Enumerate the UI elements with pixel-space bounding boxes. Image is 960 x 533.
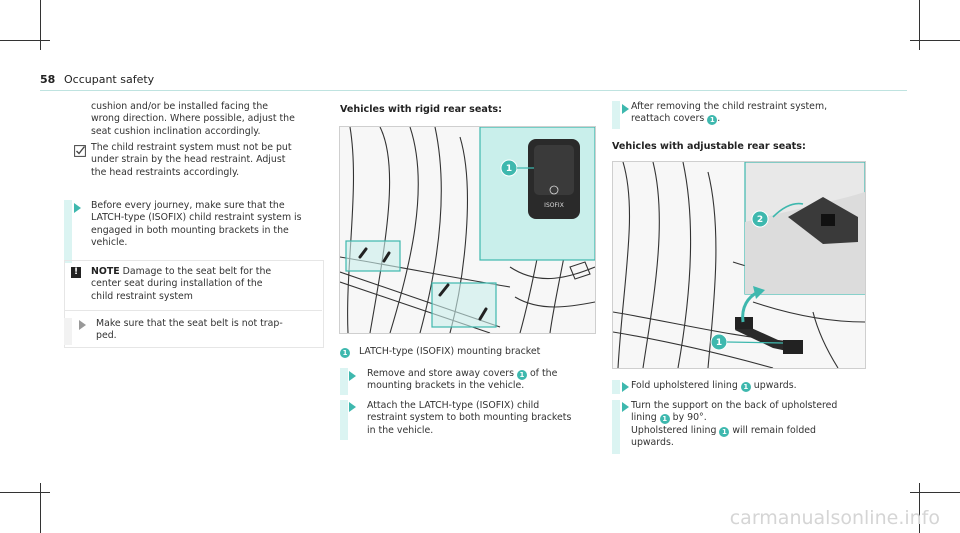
step-arrow-icon <box>79 320 86 330</box>
crop-mark <box>40 0 41 50</box>
section-title: Occupant safety <box>64 73 155 86</box>
crop-mark <box>919 483 920 533</box>
step-arrow-icon <box>622 104 629 114</box>
inline-callout: 1 <box>740 382 751 392</box>
note-divider <box>64 310 322 311</box>
crop-mark <box>0 492 50 493</box>
crop-mark <box>910 40 960 41</box>
turn-support-step: Turn the support on the back of upholste… <box>631 400 838 448</box>
figure-callout-2: 2 <box>757 215 763 225</box>
step-arrow-icon <box>74 203 81 213</box>
adjustable-seat-figure: 2 1 <box>612 161 866 369</box>
check-text: The child restraint system must not be p… <box>91 142 292 178</box>
inline-callout: 1 <box>516 370 527 380</box>
step-arrow-icon <box>349 371 356 381</box>
crop-mark <box>0 40 50 41</box>
adjustable-seat-illustration: 2 1 <box>613 162 865 368</box>
checkmark-icon <box>74 142 86 161</box>
inline-callout: 1 <box>719 426 730 437</box>
note-text: NOTE Damage to the seat belt for the cen… <box>91 266 272 302</box>
step-bar <box>612 380 620 394</box>
header-divider <box>40 90 907 91</box>
note-action-text: Make sure that the seat belt is not trap… <box>96 318 283 342</box>
rigid-seats-heading: Vehicles with rigid rear seats: <box>340 104 502 115</box>
note-step-bar <box>64 318 72 345</box>
intro-text: cushion and/or be installed facing the w… <box>91 101 295 137</box>
crop-mark <box>910 492 960 493</box>
rigid-seat-figure: ISOFIX 1 <box>339 126 596 334</box>
step-bar <box>612 101 620 129</box>
reattach-step: After removing the child restraint syste… <box>631 101 828 126</box>
adjustable-seats-heading: Vehicles with adjustable rear seats: <box>612 141 806 152</box>
fold-step: Fold upholstered lining 1 upwards. <box>631 380 797 392</box>
rigid-seat-illustration: ISOFIX 1 <box>340 127 595 333</box>
step-arrow-icon <box>622 402 629 412</box>
step-bar <box>64 200 72 263</box>
isofix-emblem: ISOFIX <box>544 202 564 209</box>
attach-step: Attach the LATCH-type (ISOFIX) child res… <box>367 400 572 436</box>
watermark: carmanualsonline.info <box>729 507 940 529</box>
figure-callout-1: 1 <box>716 338 722 348</box>
figure-callout-1: 1 <box>506 164 512 174</box>
remove-covers-step: Remove and store away covers 1 of the mo… <box>367 368 558 392</box>
inline-callout: 1 <box>707 115 718 126</box>
step-arrow-icon <box>622 382 629 392</box>
step-bar <box>340 400 348 440</box>
note-label: NOTE <box>91 266 120 277</box>
step-bar <box>612 400 620 454</box>
page-number: 58 <box>40 73 56 86</box>
crop-mark <box>40 483 41 533</box>
warning-icon: ! <box>71 267 81 278</box>
crop-mark <box>919 0 920 50</box>
caption-callout: 1 <box>340 348 350 358</box>
note-box <box>64 260 324 348</box>
step-text: Before every journey, make sure that the… <box>91 200 302 248</box>
step-bar <box>340 368 348 395</box>
inline-callout: 1 <box>659 414 670 425</box>
figure-caption: 1 LATCH-type (ISOFIX) mounting bracket <box>340 346 600 358</box>
step-arrow-icon <box>349 402 356 412</box>
